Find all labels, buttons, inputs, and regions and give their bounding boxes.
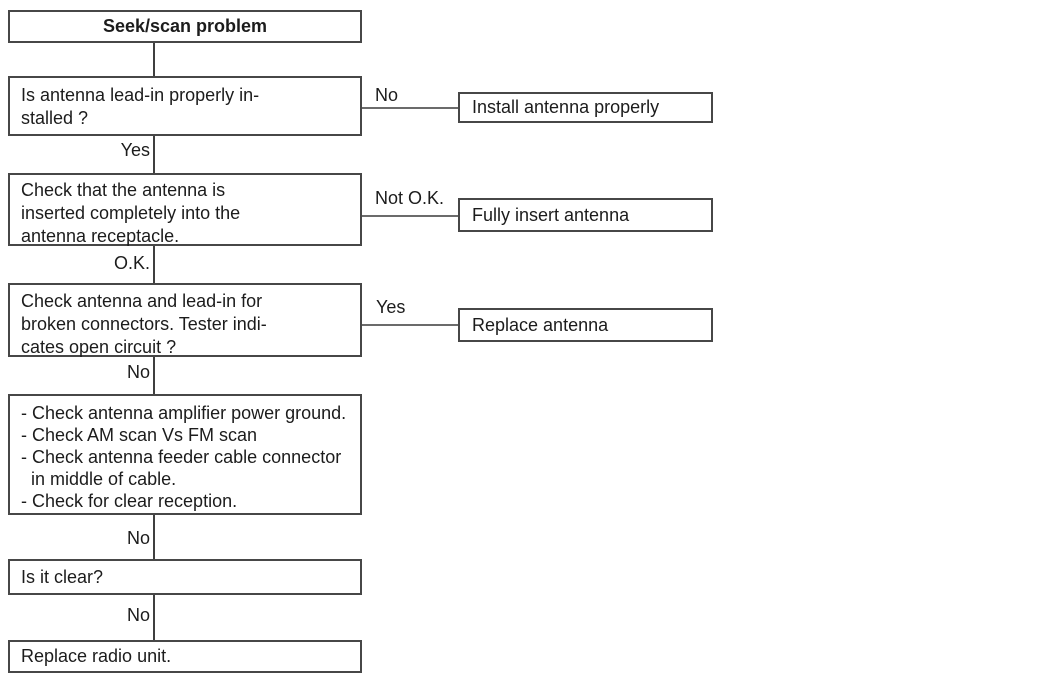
node-checklist: - Check antenna amplifier power ground. … [8, 394, 362, 515]
edge-label-q3-yes: Yes [376, 297, 406, 317]
connector-q1-to-q2 [153, 135, 155, 173]
connector-checklist-to-q4 [153, 515, 155, 559]
node-fully-insert-antenna: Fully insert antenna [458, 198, 713, 232]
node-replace-antenna: Replace antenna [458, 308, 713, 342]
node-start: Seek/scan problem [8, 10, 362, 43]
node-check-broken-connectors: Check antenna and lead-in for broken con… [8, 283, 362, 357]
edge-label-q3-no: No [126, 362, 150, 382]
connector-q3-to-checklist [153, 357, 155, 394]
edge-label-checklist-no: No [126, 528, 150, 548]
connector-q2-to-a2 [362, 215, 458, 217]
node-question-is-it-clear: Is it clear? [8, 559, 362, 595]
node-question-antenna-lead-in: Is antenna lead-in properly in- stalled … [8, 76, 362, 136]
edge-label-q4-no: No [126, 605, 150, 625]
edge-label-q1-no: No [375, 85, 399, 105]
connector-q3-to-a3 [362, 324, 458, 326]
connector-q2-to-q3 [153, 246, 155, 283]
connector-start-to-q1 [153, 43, 155, 76]
connector-q1-to-a1 [362, 107, 458, 109]
connector-q4-to-final [153, 595, 155, 640]
node-replace-radio-unit: Replace radio unit. [8, 640, 362, 673]
node-check-antenna-inserted: Check that the antenna is inserted compl… [8, 173, 362, 246]
edge-label-q2-not-ok: Not O.K. [375, 188, 445, 208]
node-install-antenna-properly: Install antenna properly [458, 92, 713, 123]
edge-label-q1-yes: Yes [120, 140, 150, 160]
edge-label-q2-ok: O.K. [113, 253, 150, 273]
